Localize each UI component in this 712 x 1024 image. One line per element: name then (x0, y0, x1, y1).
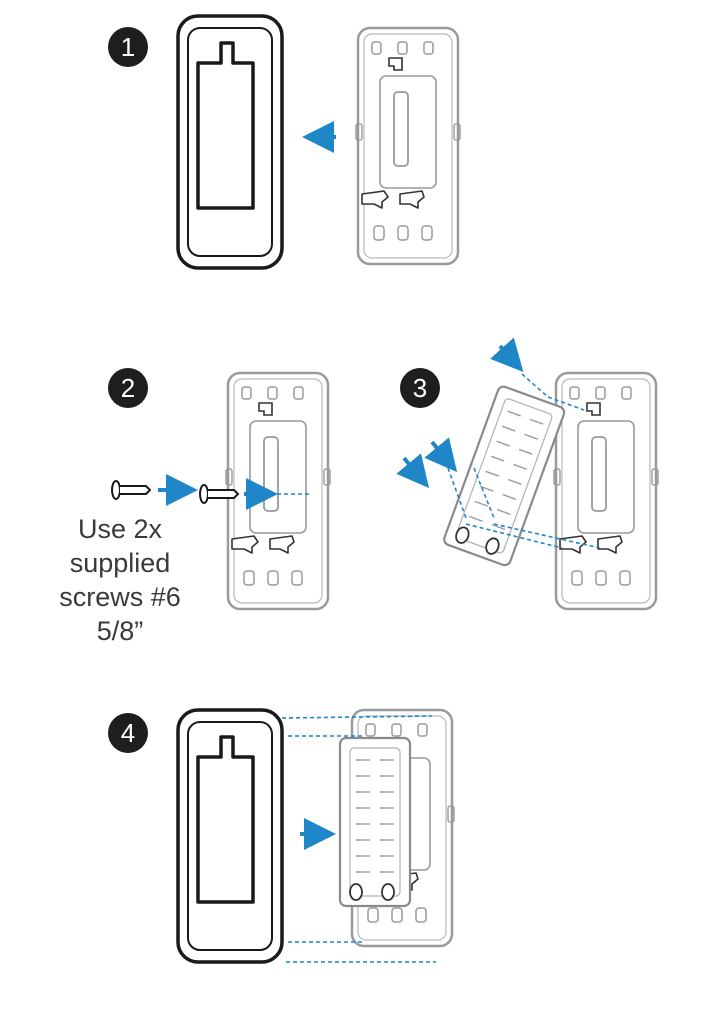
svg-text:1: 1 (121, 32, 135, 62)
screw-note-line-4: 5/8” (97, 616, 144, 646)
wall-plate (552, 371, 660, 611)
wall-plate (224, 371, 332, 611)
wall-plate (354, 26, 462, 266)
screw-note-line-2: supplied (70, 548, 171, 578)
step-1-badge: 1 (108, 27, 148, 67)
thermostat (338, 736, 412, 908)
thermostat (441, 383, 567, 568)
step-3-arrow-3 (424, 437, 458, 473)
svg-text:3: 3 (413, 373, 427, 403)
step-4: 4 (108, 708, 456, 964)
step-2-badge: 2 (108, 368, 148, 408)
step-3-arrow-2 (396, 453, 430, 489)
trim-plate (176, 14, 284, 270)
alignment-guides (447, 373, 601, 549)
screw-note: Use 2x supplied screws #6 5/8” (59, 514, 181, 646)
svg-text:4: 4 (121, 718, 135, 748)
trim-plate (176, 708, 284, 964)
screw-note-line-1: Use 2x (78, 514, 163, 544)
svg-text:2: 2 (121, 373, 135, 403)
step-3: 3 (396, 337, 660, 611)
screw-icon (111, 480, 151, 500)
step-3-arrow-1 (490, 337, 524, 372)
step-1: 1 (108, 14, 462, 270)
screw-note-line-3: screws #6 (59, 582, 181, 612)
step-2: 2 Use 2x supplied screws #6 5/8” (59, 368, 332, 646)
alignment-guides (281, 715, 436, 963)
step-3-badge: 3 (400, 368, 440, 408)
step-4-badge: 4 (108, 713, 148, 753)
